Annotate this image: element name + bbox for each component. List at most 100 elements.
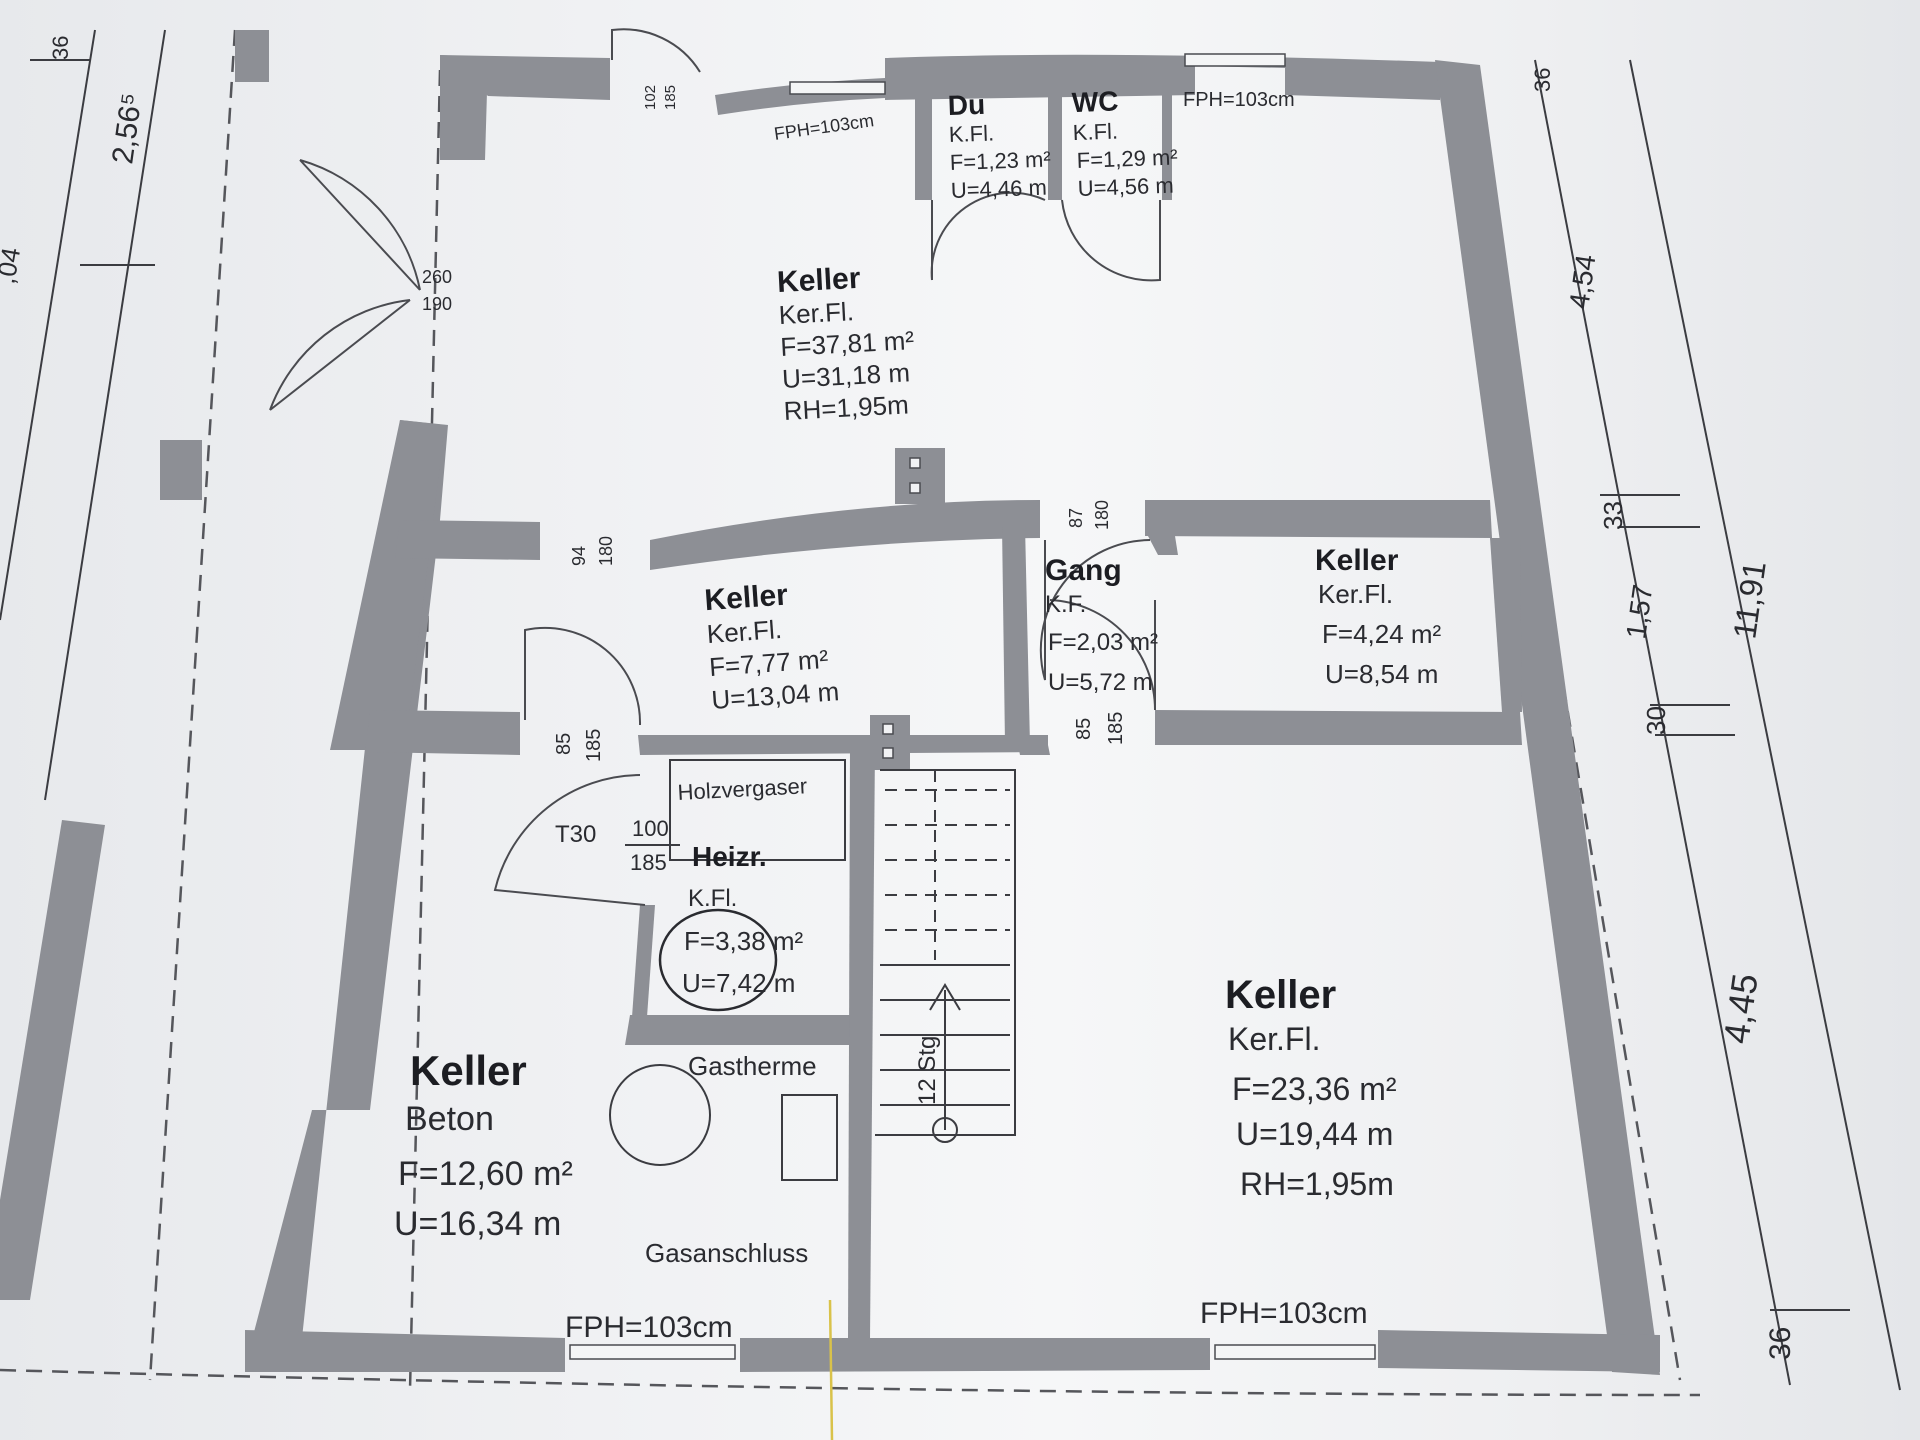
svg-text:33: 33: [1598, 501, 1628, 530]
svg-text:190: 190: [422, 294, 452, 314]
room-du: Du K.Fl. F=1,23 m² U=4,46 m: [947, 89, 1051, 203]
building-outline-bottom: [0, 1368, 1701, 1397]
room-keller-main: Keller Ker.Fl. F=37,81 m² U=31,18 m RH=1…: [776, 262, 915, 426]
dimension-lines-left: [0, 29, 166, 801]
wall-second-horizontal-right: [1155, 710, 1522, 745]
svg-text:Keller: Keller: [703, 578, 789, 617]
label-fph-top-right: FPH=103cm: [1183, 89, 1295, 111]
svg-text:Beton: Beton: [405, 1100, 494, 1138]
svg-text:U=31,18 m: U=31,18 m: [781, 357, 910, 394]
window-top-right: [1184, 53, 1286, 67]
svg-text:30: 30: [1641, 706, 1671, 735]
svg-text:Keller: Keller: [1315, 544, 1399, 577]
svg-text:4,54: 4,54: [1563, 253, 1601, 311]
svg-text:U=4,56 m: U=4,56 m: [1077, 173, 1174, 201]
svg-text:U=8,54 m: U=8,54 m: [1325, 659, 1438, 689]
label-gasanschluss: Gasanschluss: [645, 1238, 808, 1268]
outer-wall-left-main: [330, 420, 445, 750]
du-door: [930, 191, 1046, 281]
svg-text:87: 87: [1066, 508, 1086, 528]
svg-text:Keller: Keller: [410, 1047, 527, 1094]
column-stair-mark-1: [882, 723, 894, 735]
svg-text:4,45: 4,45: [1715, 971, 1765, 1046]
wall-heizr-bottom: [625, 1015, 865, 1045]
svg-text:Keller: Keller: [1225, 973, 1336, 1017]
svg-text:F=3,38 m²: F=3,38 m²: [684, 926, 804, 956]
svg-text:F=1,29 m²: F=1,29 m²: [1076, 144, 1178, 173]
svg-text:F=2,03 m²: F=2,03 m²: [1048, 629, 1158, 656]
svg-text:RH=1,95m: RH=1,95m: [783, 389, 909, 426]
door-t30: [493, 774, 646, 906]
wall-second-horizontal-left: [365, 710, 520, 755]
svg-text:36: 36: [1764, 1327, 1797, 1360]
svg-text:185: 185: [1105, 712, 1127, 745]
room-keller-beton: Keller Beton F=12,60 m² U=16,34 m: [394, 1047, 573, 1243]
svg-text:K.Fl.: K.Fl.: [948, 120, 994, 147]
svg-text:Gang: Gang: [1045, 554, 1122, 587]
svg-text:1,57: 1,57: [1620, 583, 1658, 641]
svg-text:F=23,36 m²: F=23,36 m²: [1232, 1071, 1397, 1107]
svg-text:F=4,24 m²: F=4,24 m²: [1322, 619, 1442, 649]
outer-wall-bottom-mid: [740, 1338, 1210, 1372]
column-center-mark-2: [909, 482, 921, 494]
wall-keller-mid-right: [1002, 525, 1030, 745]
svg-text:Ker.Fl.: Ker.Fl.: [778, 296, 855, 330]
boiler-circle: [609, 1064, 711, 1166]
svg-text:F=37,81 m²: F=37,81 m²: [780, 325, 915, 362]
svg-text:U=4,46 m: U=4,46 m: [950, 175, 1047, 203]
svg-text:F=1,23 m²: F=1,23 m²: [949, 147, 1051, 176]
door-gang-lower: [1049, 599, 1157, 711]
svg-text:U=16,34 m: U=16,34 m: [394, 1205, 561, 1243]
door-dims: 102 185 260 190 94 180 87 180 85 185 85 …: [422, 85, 1127, 875]
door-left-double-upper: [299, 159, 421, 291]
svg-text:185: 185: [630, 850, 667, 875]
wall-mid-horizontal-right: [1145, 500, 1492, 538]
wall-heizr-left: [630, 905, 655, 1045]
wall-mid-horizontal-left: [395, 520, 540, 560]
column-center-mark-1: [909, 457, 921, 469]
svg-text:102: 102: [642, 85, 659, 110]
wall-second-horizontal-mid: [638, 735, 1048, 755]
dimension-lines-right: [1534, 59, 1901, 1391]
svg-text:36: 36: [1530, 68, 1555, 92]
room-keller-big: Keller Ker.Fl. F=23,36 m² U=19,44 m RH=1…: [1225, 973, 1397, 1202]
svg-text:K.Fl.: K.Fl.: [1072, 119, 1118, 146]
svg-text:K.Fl.: K.Fl.: [688, 885, 737, 912]
svg-text:U=7,42 m: U=7,42 m: [682, 968, 795, 998]
outer-wall-bottom: [245, 1330, 565, 1372]
svg-text:WC: WC: [1071, 85, 1119, 118]
svg-text:RH=1,95m: RH=1,95m: [1240, 1166, 1394, 1202]
wall-du-wc: [915, 62, 1180, 200]
room-heizraum: Heizr. K.Fl. F=3,38 m² U=7,42 m: [682, 841, 804, 998]
svg-text:U=5,72 m: U=5,72 m: [1048, 669, 1153, 696]
svg-text:185: 185: [662, 85, 679, 110]
svg-text:F=12,60 m²: F=12,60 m²: [398, 1155, 573, 1193]
outer-wall-right: [1435, 60, 1660, 1375]
room-gang: Gang K.F. F=2,03 m² U=5,72 m: [1045, 554, 1158, 696]
svg-text:Du: Du: [947, 89, 985, 121]
stairs: [875, 769, 1016, 1143]
heizr-annotation-circle: [658, 908, 778, 1012]
column-mid-left: [160, 440, 202, 500]
svg-text:185: 185: [583, 729, 605, 762]
door-top-small: [611, 28, 701, 73]
room-keller-small: Keller Ker.Fl. F=4,24 m² U=8,54 m: [1315, 544, 1442, 689]
wall-stair-right: [1018, 745, 1050, 755]
column-top-left: [235, 30, 269, 82]
window-bottom-right: [1214, 1344, 1376, 1360]
svg-text:36: 36: [48, 36, 73, 60]
gastherme-box: [781, 1094, 838, 1181]
terrace-outline: [148, 29, 237, 1381]
yellow-mark: [828, 1299, 834, 1440]
svg-text:85: 85: [553, 733, 575, 755]
svg-text:Heizr.: Heizr.: [692, 841, 767, 872]
wall-keller-small-bottom-right: [1490, 538, 1522, 712]
svg-text:Ker.Fl.: Ker.Fl.: [1318, 579, 1393, 609]
door-gang-upper: [1039, 539, 1151, 681]
wc-door: [1061, 199, 1161, 282]
svg-text:94: 94: [569, 546, 589, 566]
outer-wall-bottom-right: [1378, 1330, 1660, 1372]
svg-text:Ker.Fl.: Ker.Fl.: [706, 614, 783, 649]
svg-text:U=19,44 m: U=19,44 m: [1236, 1116, 1393, 1152]
